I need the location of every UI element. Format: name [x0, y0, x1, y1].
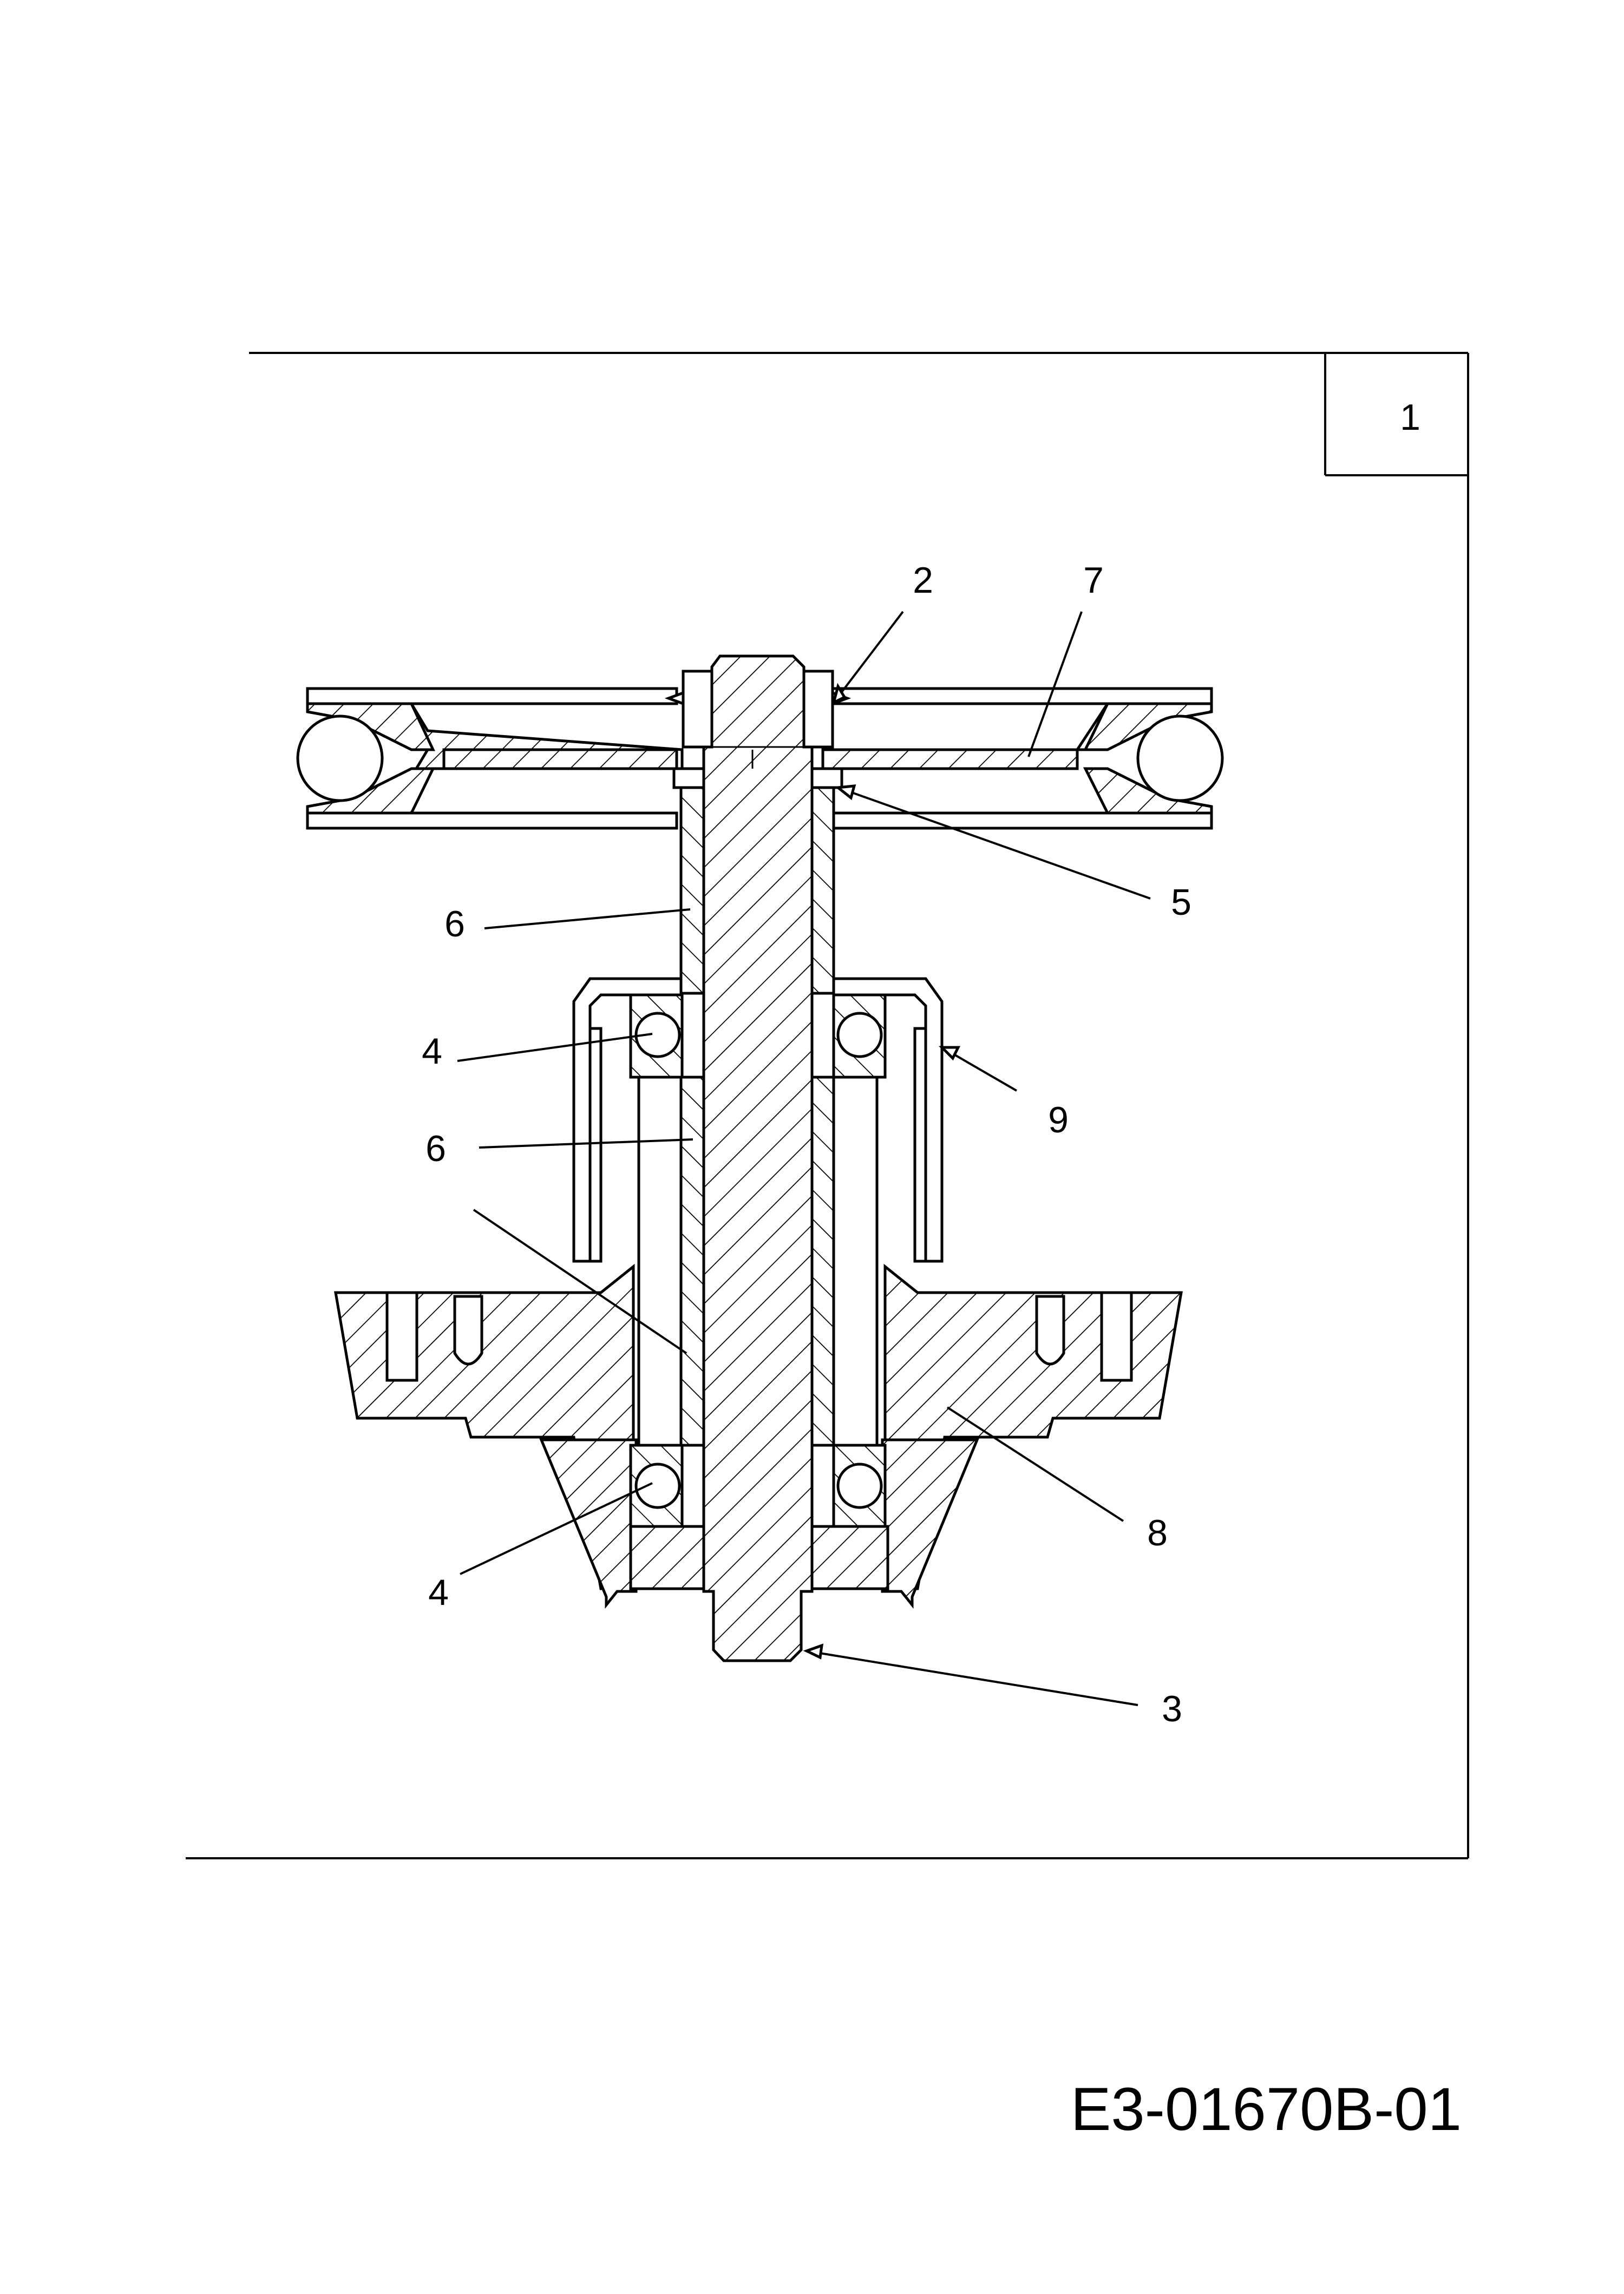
drawing-frame	[186, 352, 1469, 1859]
callout-8: 8	[1147, 1512, 1168, 1554]
bearing-upper-right	[832, 993, 887, 1079]
spindle-shaft	[702, 654, 814, 1662]
bearing-cover	[572, 977, 944, 1263]
callout-7: 7	[1083, 560, 1104, 601]
callout-6-lower: 6	[425, 1128, 446, 1169]
callout-9: 9	[1048, 1099, 1069, 1141]
bearing-lower-left	[629, 1444, 684, 1528]
leader-lines	[457, 611, 1151, 1706]
housing-bottom	[629, 1525, 889, 1590]
callout-4-lower: 4	[428, 1572, 449, 1613]
callout-5: 5	[1171, 882, 1191, 923]
nut-and-washer	[664, 670, 852, 789]
callout-2: 2	[913, 560, 933, 601]
frame-label: 1	[1400, 397, 1420, 438]
spindle-housing	[334, 1263, 1183, 1609]
callout-6-upper: 6	[444, 903, 465, 945]
drawing-code: E3-01670B-01	[1071, 2075, 1462, 2143]
callout-3: 3	[1162, 1688, 1182, 1729]
callout-4-upper: 4	[422, 1031, 442, 1072]
bearing-lower-right	[832, 1444, 887, 1528]
